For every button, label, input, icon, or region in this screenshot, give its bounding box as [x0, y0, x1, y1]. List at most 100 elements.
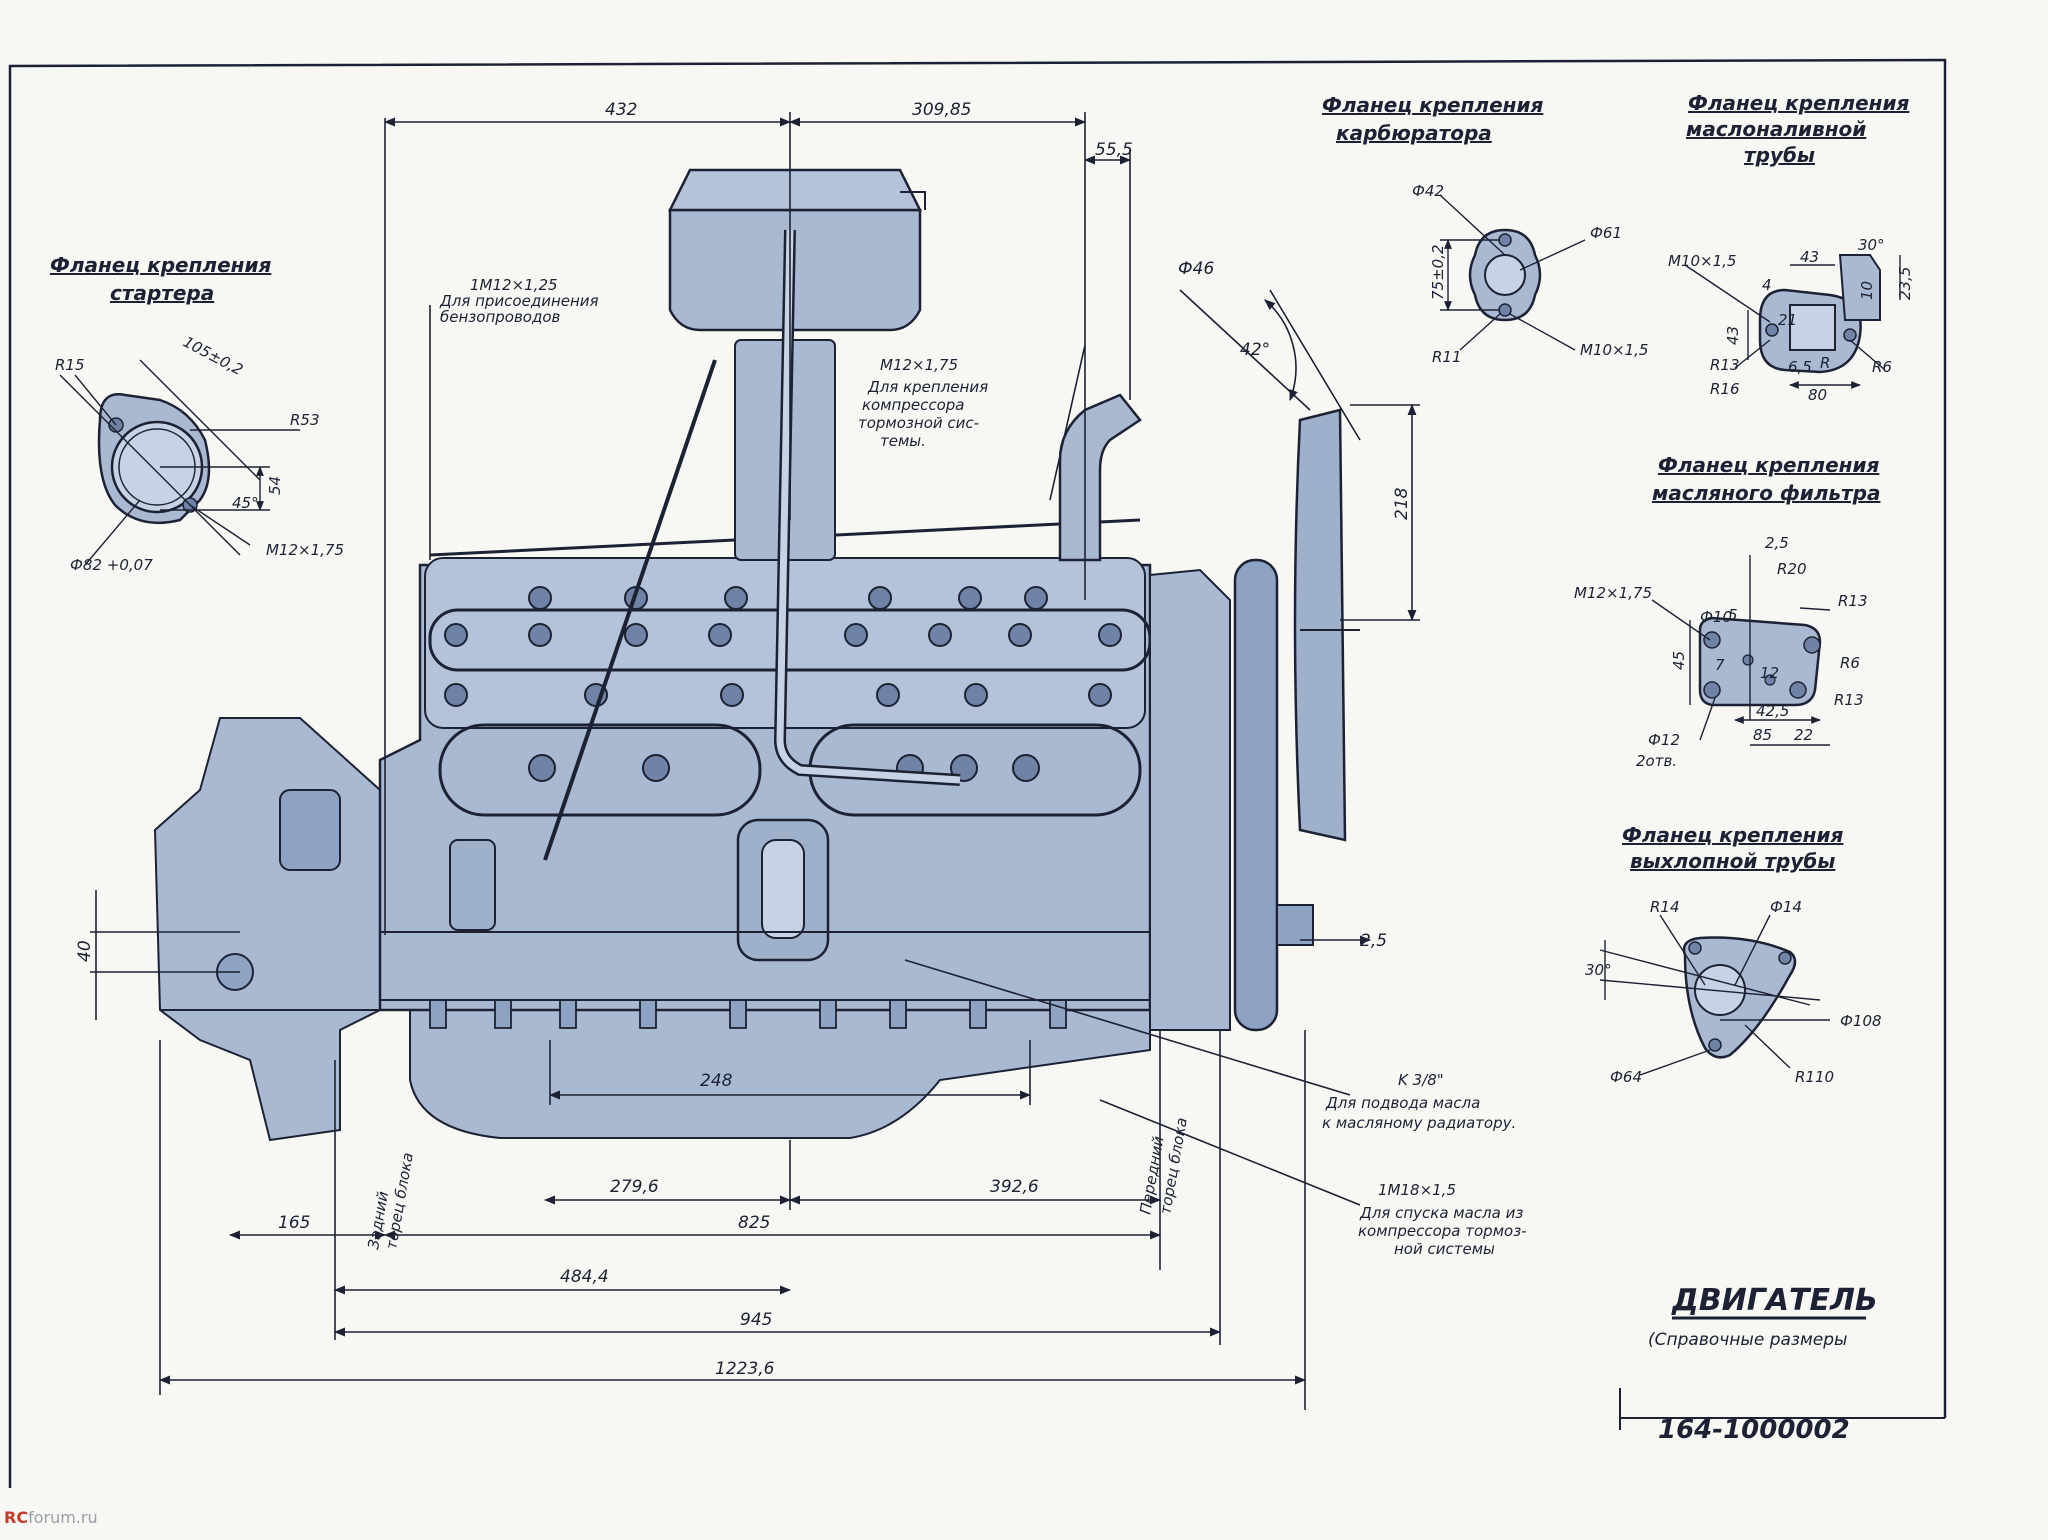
oilfilter-dim-r6: R6 [1840, 654, 1860, 672]
oilfilter-flange-title-1: Фланец крепления [1658, 453, 1879, 477]
note-comp-line-2: компрессора [862, 396, 965, 414]
sheet-title: ДВИГАТЕЛЬ [1671, 1283, 1878, 1318]
note-oil-line-2: к масляному радиатору. [1322, 1114, 1516, 1132]
oilfilter-dim-r20: R20 [1777, 560, 1807, 578]
note-drain-line-2: компрессора тормоз- [1358, 1222, 1527, 1240]
exhaust-dim-r14: R14 [1650, 898, 1680, 916]
note-comp-line-4: темы. [880, 432, 926, 450]
starter-dim-54: 54 [266, 476, 284, 495]
starter-flange-title-1: Фланец крепления [50, 253, 271, 277]
oilfill-dim-30deg: 30° [1858, 236, 1885, 254]
note-oil-line-1: Для подвода масла [1325, 1094, 1480, 1112]
note-drain-line-1: Для спуска масла из [1359, 1204, 1523, 1222]
oilfill-dim-6-5: 6,5 [1788, 358, 1812, 376]
bell-housing [153, 717, 381, 1142]
note-drain-line-3: ной системы [1394, 1240, 1495, 1258]
dim-309: 309,85 [912, 100, 971, 120]
exhaust-dim-r110: R110 [1795, 1068, 1834, 1086]
oilfilter-flange-title-2: масляного фильтра [1652, 481, 1880, 505]
carb-dim-75: 75±0,2 [1429, 244, 1447, 300]
carb-dim-r11: R11 [1432, 348, 1462, 366]
starter-flange-view: Фланец крепления стартера R15 105±0,2 R5… [50, 253, 344, 574]
oilfilter-dim-85: 85 [1753, 726, 1772, 744]
oilfill-flange-title-1: Фланец крепления [1688, 91, 1909, 115]
oilfill-dim-43-side: 43 [1724, 326, 1742, 345]
oil-pan [409, 999, 1151, 1139]
main-notes: 1M12×1,25 Для присоединения бензопроводо… [364, 276, 1526, 1258]
fan-pulley [1233, 558, 1279, 1032]
note-comp-line-3: тормозной сис- [858, 414, 979, 432]
title-block: ДВИГАТЕЛЬ (Справочные размеры 164-100000… [1648, 1283, 1878, 1445]
dim-46: Ф46 [1178, 259, 1214, 279]
exhaust-flange-view: Фланец крепления выхлопной трубы R14 Ф14… [1585, 823, 1882, 1086]
dim-945: 945 [740, 1310, 772, 1330]
oilfill-dim-10: 10 [1858, 281, 1876, 300]
oilfill-dim-23-5: 23,5 [1896, 267, 1914, 300]
note-comp-line-1: Для крепления [867, 378, 988, 396]
oilfill-dim-r16: R16 [1710, 380, 1740, 398]
main-dimensions [90, 112, 1420, 1410]
sheet-border [8, 58, 1947, 1488]
water-outlet [1058, 393, 1142, 562]
note-fuel-thread: 1M12×1,25 [470, 276, 558, 294]
oil-filter-flange-view: Фланец крепления масляного фильтра 2,5 R… [1574, 453, 1880, 770]
note-comp-thread: M12×1,75 [880, 356, 958, 374]
carb-flange-title-1: Фланец крепления [1322, 93, 1543, 117]
exhaust-dim-phi14: Ф14 [1770, 898, 1802, 916]
dim-484-4: 484,4 [560, 1267, 609, 1287]
dim-218: 218 [1392, 487, 1412, 520]
starter-dim-45deg: 45° [232, 494, 259, 512]
watermark-brand: RC [4, 1508, 29, 1527]
oilfill-dim-80: 80 [1808, 386, 1827, 404]
oilfilter-dim-22: 22 [1794, 726, 1813, 744]
exhaust-flange-title-2: выхлопной трубы [1630, 849, 1835, 873]
starter-dim-r15: R15 [55, 356, 85, 374]
doc-number: 164-1000002 [1658, 1415, 1850, 1445]
oilfilter-dim-phi10: Ф10 [1700, 608, 1732, 626]
dim-165: 165 [278, 1213, 310, 1233]
dim-40: 40 [75, 940, 95, 962]
engine-side-view [153, 168, 1360, 1142]
oilfilter-dim-m12: M12×1,75 [1574, 584, 1652, 602]
oilfill-dim-21: 21 [1778, 311, 1797, 329]
fan [1293, 408, 1347, 842]
dim-248: 248 [700, 1071, 733, 1091]
starter-dim-m12: M12×1,75 [266, 541, 344, 559]
dim-432: 432 [605, 100, 637, 120]
dim-55: 55,5 [1095, 140, 1133, 160]
oil-pan-bolts [429, 999, 1067, 1029]
oilfill-dim-r13: R13 [1710, 356, 1740, 374]
dim-42deg: 42° [1240, 340, 1270, 360]
oilfill-dim-m10: M10×1,5 [1668, 252, 1736, 270]
note-fuel-line-1: Для присоединения [439, 292, 599, 310]
oilfilter-dim-r13-bot: R13 [1834, 691, 1864, 709]
oilfilter-dim-5: 5 [1728, 606, 1738, 624]
watermark: RCforum.ru [4, 1508, 98, 1527]
note-fuel-line-2: бензопроводов [440, 308, 561, 326]
oilfill-dim-r: R [1820, 354, 1830, 372]
oilfilter-dim-r13-top: R13 [1838, 592, 1868, 610]
exhaust-dim-phi108: Ф108 [1840, 1012, 1882, 1030]
oilfill-flange-title-2: маслоналивной [1686, 117, 1866, 141]
oilfill-dim-r6: R6 [1872, 358, 1892, 376]
manifold-left [438, 723, 762, 817]
starter-flange-title-2: стартера [110, 281, 214, 305]
dim-279-6: 279,6 [610, 1177, 659, 1197]
dim-825: 825 [738, 1213, 770, 1233]
carb-flange-title-2: карбюратора [1336, 121, 1492, 145]
oilfilter-dim-phi12: Ф12 [1648, 731, 1680, 749]
oilfilter-dim-42-5: 42,5 [1756, 702, 1789, 720]
carb-dim-m10: M10×1,5 [1580, 341, 1648, 359]
exhaust-dim-phi64: Ф64 [1610, 1068, 1642, 1086]
dim-2-5: 2,5 [1360, 931, 1387, 951]
starter-dim-r53: R53 [290, 411, 320, 429]
carb-dim-phi61: Ф61 [1590, 224, 1622, 242]
carb-dim-phi42: Ф42 [1412, 182, 1444, 200]
dim-1223-6: 1223,6 [715, 1359, 775, 1379]
sheet-subtitle: (Справочные размеры [1648, 1330, 1847, 1350]
starter-dim-105: 105±0,2 [180, 333, 246, 379]
note-oil-thread: K 3/8" [1398, 1071, 1444, 1089]
timing-cover [1149, 568, 1231, 1031]
note-drain-thread: 1M18×1,5 [1378, 1181, 1456, 1199]
